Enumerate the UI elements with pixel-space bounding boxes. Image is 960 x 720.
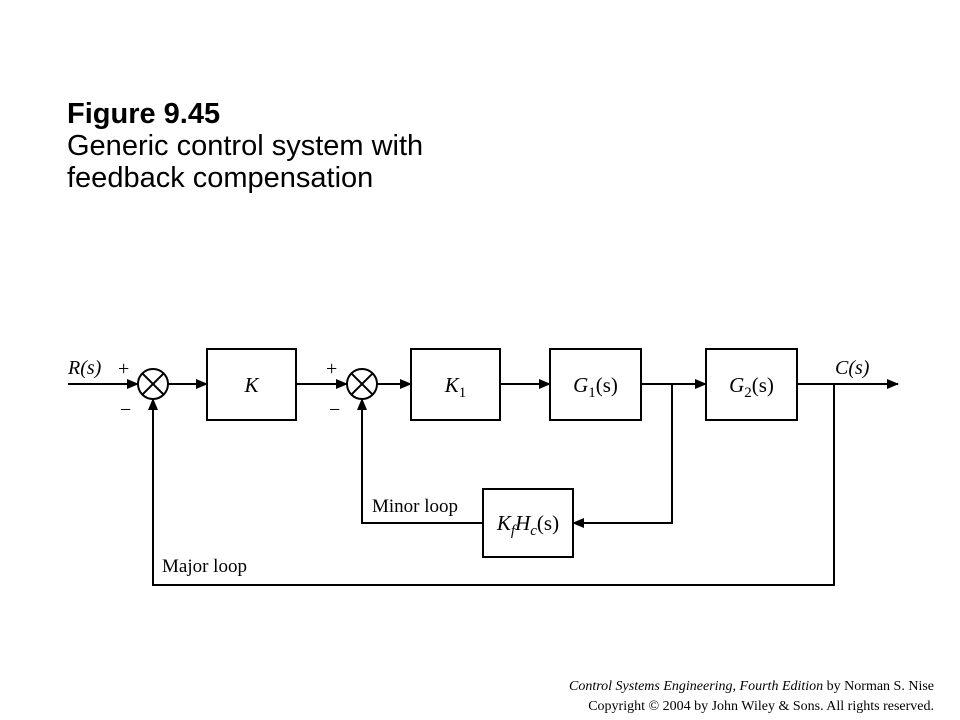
source-credit: Control Systems Engineering, Fourth Edit… [569,677,934,717]
book-author: by Norman S. Nise [823,679,934,694]
credit-line-1: Control Systems Engineering, Fourth Edit… [569,677,934,697]
book-title: Control Systems Engineering, Fourth Edit… [568,679,824,694]
major-loop-line [148,384,835,586]
major-loop-label: Major loop [162,556,247,577]
sum1-minus-sign: − [120,399,131,421]
summing-junction-2 [346,368,378,400]
summing-junction-1 [137,368,169,400]
minor-loop-label: Minor loop [372,496,458,517]
figure-number: Figure 9.45 [67,98,221,130]
plant-block-g2-label: G2(s) [729,373,774,401]
feedback-block-kfhc-label: KfHc(s) [496,511,559,539]
copyright-line: Copyright © 2004 by John Wiley & Sons. A… [588,699,934,714]
sum2-minus-sign: − [329,399,340,421]
plant-block-g1 [549,348,642,421]
minor-loop-return-line [357,398,483,524]
input-label: R(s) [67,357,102,379]
output-label: C(s) [835,357,870,379]
gain-block-k-label: K [243,373,259,397]
gain-block-k1 [410,348,501,421]
sum2-plus-sign: + [326,358,337,380]
sum1-plus-sign: + [118,358,129,380]
minor-loop-pickoff-line [572,384,673,528]
gain-block-k1-label: K1 [444,373,467,401]
plant-block-g1-label: G1(s) [573,373,618,401]
plant-block-g2 [705,348,798,421]
figure-title: Figure 9.45 Generic control system with … [67,98,487,194]
gain-block-k [206,348,297,421]
figure-caption: Generic control system with feedback com… [67,130,424,194]
